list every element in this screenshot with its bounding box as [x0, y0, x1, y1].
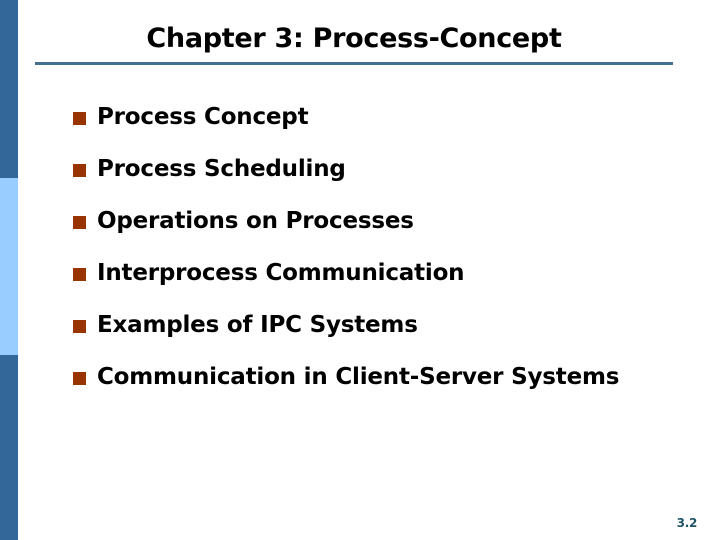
- sidebar-rail-middle-segment: [0, 178, 18, 355]
- list-item-label: Process Concept: [97, 104, 309, 130]
- list-item[interactable]: Examples of IPC Systems: [73, 308, 693, 360]
- square-bullet-icon: [73, 372, 86, 385]
- list-item-label: Communication in Client-Server Systems: [97, 364, 620, 390]
- square-bullet-icon: [73, 320, 86, 333]
- list-item[interactable]: Operations on Processes: [73, 204, 693, 256]
- list-item-label: Process Scheduling: [97, 156, 346, 182]
- list-item-label: Operations on Processes: [97, 208, 414, 234]
- list-item[interactable]: Process Scheduling: [73, 152, 693, 204]
- list-item-label: Interprocess Communication: [97, 260, 465, 286]
- list-item[interactable]: Interprocess Communication: [73, 256, 693, 308]
- sidebar-rail-top-segment: [0, 0, 18, 178]
- square-bullet-icon: [73, 268, 86, 281]
- title-divider-rule: [35, 62, 673, 65]
- square-bullet-icon: [73, 164, 86, 177]
- slide-title: Chapter 3: Process-Concept: [146, 23, 562, 54]
- square-bullet-icon: [73, 216, 86, 229]
- sidebar-rail-bottom-segment: [0, 355, 18, 540]
- slide-page-number: 3.2: [676, 516, 698, 530]
- list-item-label: Examples of IPC Systems: [97, 312, 418, 338]
- bullet-list: Process Concept Process Scheduling Opera…: [73, 100, 693, 412]
- list-item[interactable]: Process Concept: [73, 100, 693, 152]
- square-bullet-icon: [73, 112, 86, 125]
- list-item[interactable]: Communication in Client-Server Systems: [73, 360, 693, 412]
